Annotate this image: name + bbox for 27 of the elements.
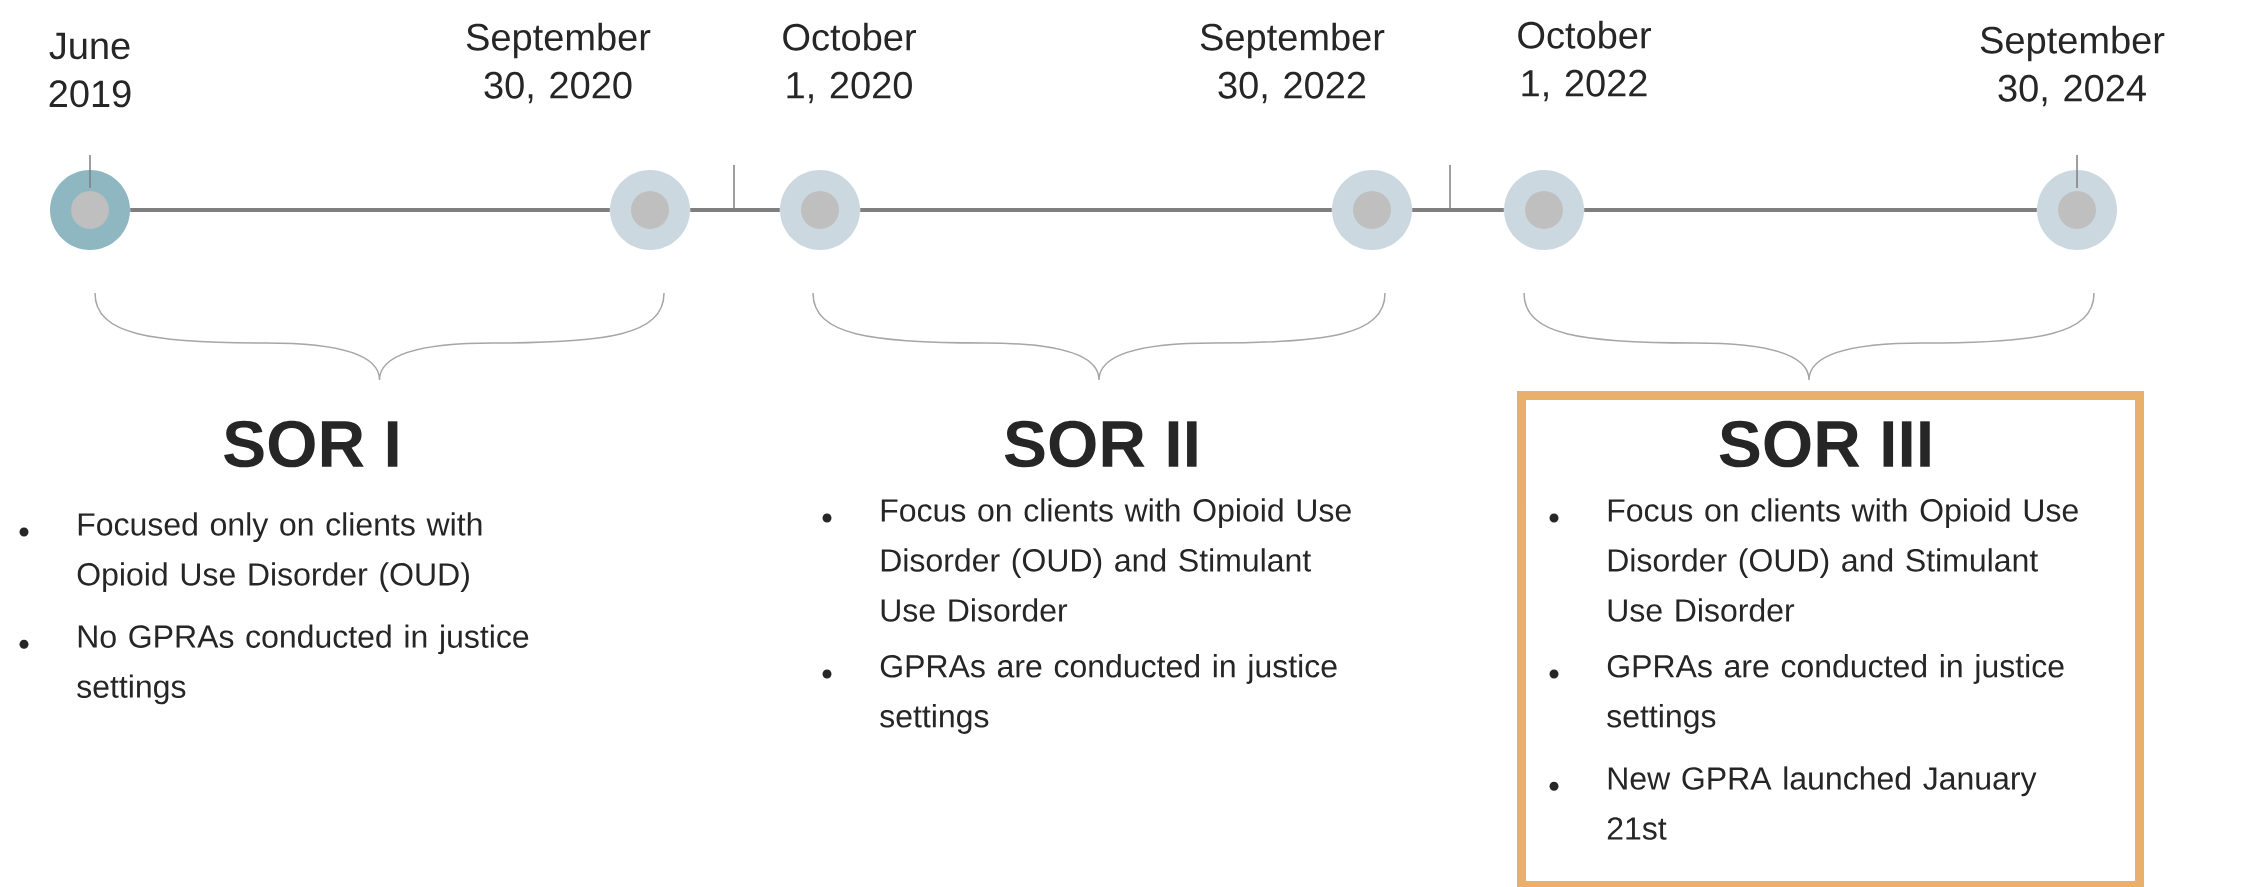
timeline-marker xyxy=(1504,170,1584,250)
bullet-text: GPRAs are conducted in justice settings xyxy=(880,654,1337,734)
timeline-line xyxy=(860,208,1332,212)
bullet-text: New GPRA launched January 21st xyxy=(1607,766,2037,840)
date-label: September 30, 2024 xyxy=(1980,25,2165,107)
timeline-line xyxy=(130,208,610,212)
date-label: September 30, 2022 xyxy=(1200,22,1385,104)
timeline-marker xyxy=(1332,170,1412,250)
timeline-marker xyxy=(50,170,130,250)
highlight-box: SOR III Focus on clients with Opioid Use Disorder (OUD) and Stimulant Use Disorder GPRAs are conducted in justice settings New GPRA launched January 21st xyxy=(1517,391,2144,887)
timeline-marker xyxy=(780,170,860,250)
panel-title: SOR II xyxy=(1004,420,1197,468)
timeline-marker xyxy=(610,170,690,250)
date-label: June 2019 xyxy=(49,32,131,108)
date-label: October 1, 2022 xyxy=(1518,20,1651,102)
bullet-text: No GPRAs conducted in justice settings xyxy=(77,624,529,705)
timeline-line xyxy=(1584,208,2037,212)
bullet-text: Focus on clients with Opioid Use Disorder (OUD) and Stimulant Use Disorder xyxy=(881,498,1351,622)
timeline-marker xyxy=(2037,170,2117,250)
bullet-text: Focus on clients with Opioid Use Disorder (OUD) and Stimulant Use Disorder xyxy=(1608,498,2078,622)
bullet-text: Focused only on clients with Opioid Use Disorder (OUD) xyxy=(77,512,482,593)
timeline-line xyxy=(690,208,780,212)
bullet-text: GPRAs are conducted in justice settings xyxy=(1607,654,2064,734)
timeline-line xyxy=(1412,208,1504,212)
panel-title: SOR I xyxy=(224,420,398,468)
date-label: October 1, 2020 xyxy=(783,22,916,104)
date-label: September 30, 2020 xyxy=(466,22,651,104)
